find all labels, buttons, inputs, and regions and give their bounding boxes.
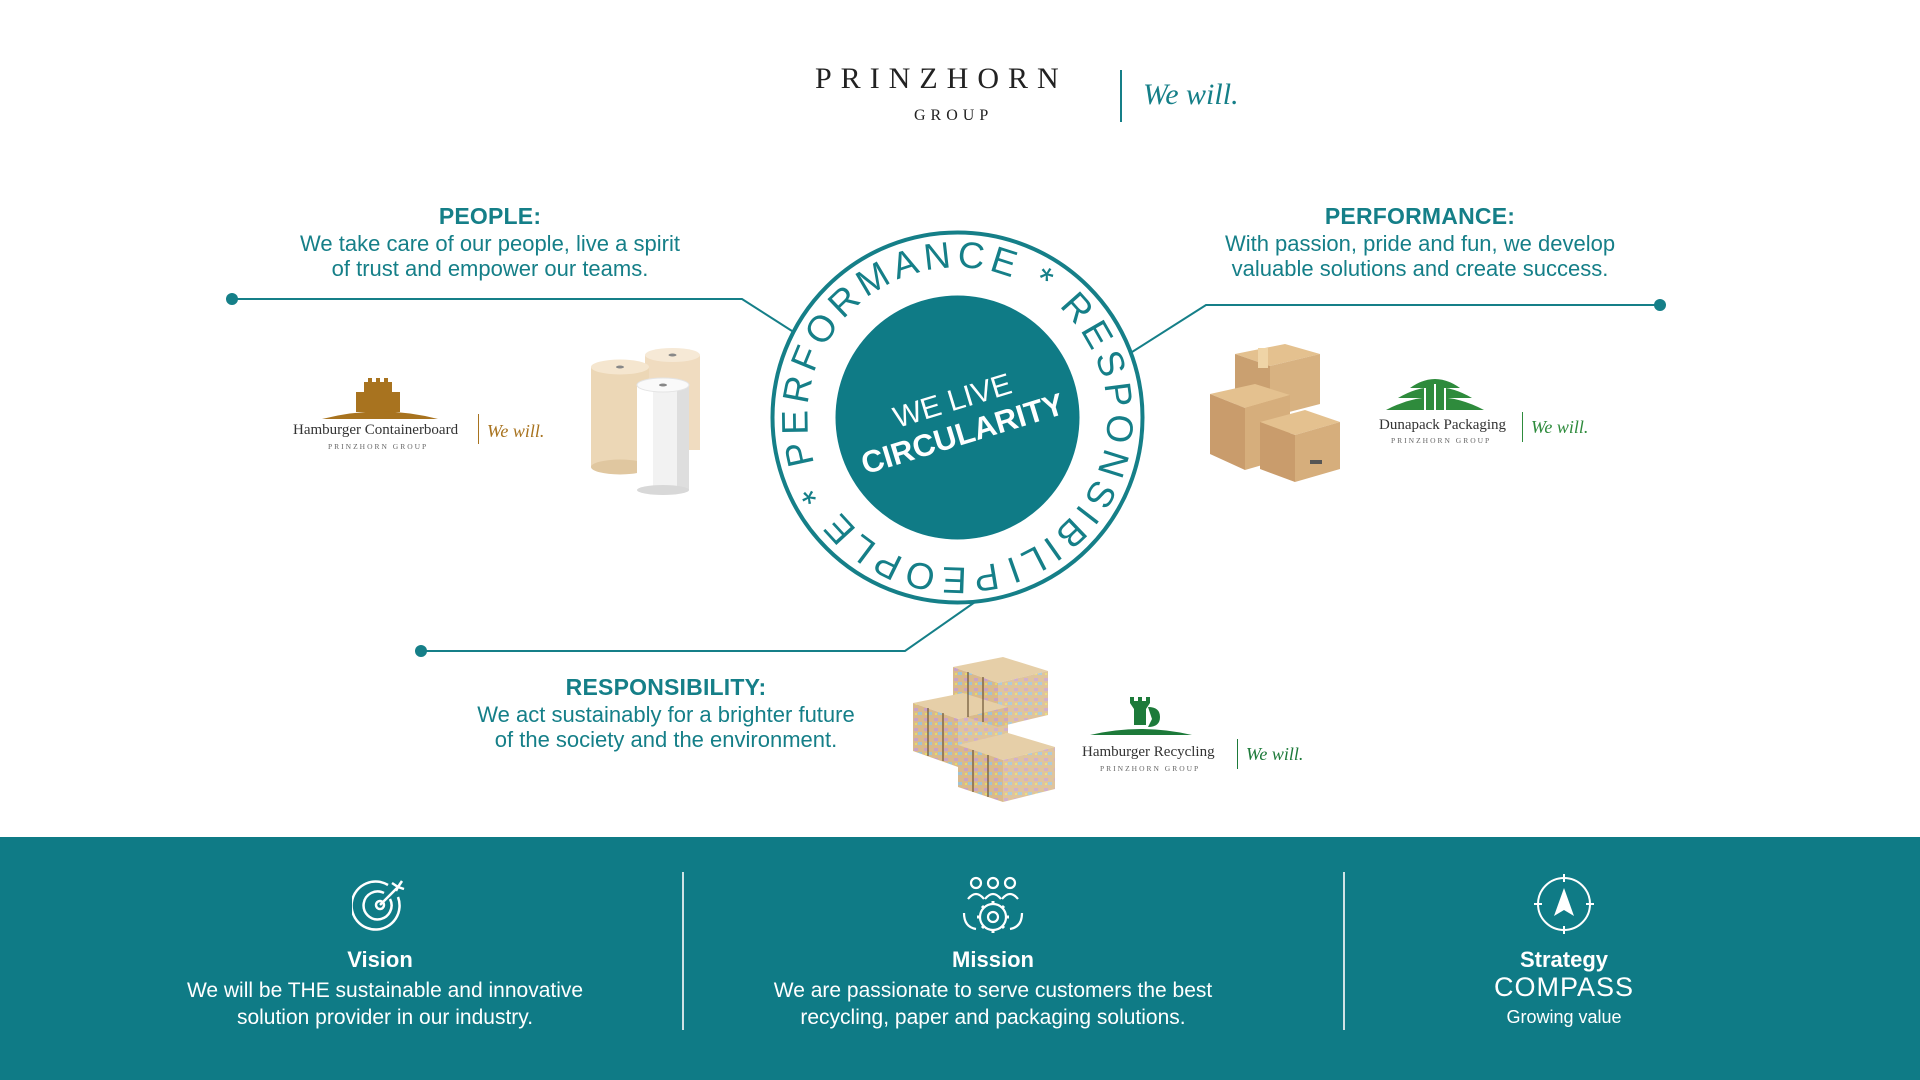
dunapack-logo: Dunapack Packaging PRINZHORN GROUP We wi… bbox=[1375, 370, 1615, 450]
vision-line2: solution provider in our industry. bbox=[236, 1006, 534, 1029]
mission-title: Mission bbox=[952, 947, 1034, 972]
people-line2: of trust and empower our teams. bbox=[331, 256, 649, 281]
vision-title: Vision bbox=[347, 947, 413, 972]
dunapack-group: PRINZHORN GROUP bbox=[1391, 436, 1492, 445]
circularity-emblem: PEOPLE * PERFORMANCE * RESPONSIBILITY * … bbox=[770, 230, 1145, 605]
performance-title: PERFORMANCE: bbox=[1324, 203, 1516, 229]
recycling-group: PRINZHORN GROUP bbox=[1100, 764, 1201, 773]
strategy-sub: Growing value bbox=[1506, 1007, 1622, 1027]
paper-rolls-image bbox=[591, 348, 700, 495]
dunapack-divider bbox=[1522, 412, 1523, 442]
containerboard-logo: Hamburger Containerboard PRINZHORN GROUP… bbox=[290, 372, 560, 452]
brand-group: GROUP bbox=[914, 107, 994, 124]
recycling-castle-icon bbox=[1090, 697, 1192, 735]
strategy-compass: COMPASS bbox=[1493, 972, 1635, 1002]
responsibility-title: RESPONSIBILITY: bbox=[565, 674, 767, 700]
responsibility-line2: of the society and the environment. bbox=[494, 727, 838, 752]
connector-lines bbox=[226, 293, 1666, 657]
responsibility-connector bbox=[421, 601, 976, 652]
dunapack-name: Dunapack Packaging bbox=[1379, 417, 1507, 433]
vision-line1: We will be THE sustainable and innovativ… bbox=[186, 979, 584, 1002]
containerboard-name: Hamburger Containerboard bbox=[293, 422, 459, 438]
castle-icon bbox=[322, 378, 438, 419]
mission-line1: We are passionate to serve customers the… bbox=[773, 979, 1213, 1002]
header-tagline: We will. bbox=[1143, 78, 1239, 111]
performance-connector bbox=[1131, 304, 1660, 353]
target-icon bbox=[352, 880, 405, 931]
recycled-bales-image bbox=[913, 657, 1055, 802]
footer-divider-2 bbox=[1343, 872, 1345, 1030]
containerboard-group: PRINZHORN GROUP bbox=[328, 442, 429, 451]
compass-icon bbox=[1534, 874, 1594, 934]
mission-line2: recycling, paper and packaging solutions… bbox=[800, 1006, 1186, 1029]
team-gear-icon bbox=[962, 876, 1024, 933]
brand-name: PRINZHORN bbox=[815, 62, 1068, 95]
strategy-title: Strategy bbox=[1519, 947, 1609, 972]
recycling-divider bbox=[1237, 739, 1238, 769]
people-line1: We take care of our people, live a spiri… bbox=[300, 231, 680, 256]
people-connector bbox=[232, 298, 793, 332]
recycling-name: Hamburger Recycling bbox=[1082, 744, 1215, 760]
recycling-logo: Hamburger Recycling PRINZHORN GROUP We w… bbox=[1080, 697, 1340, 777]
header-divider bbox=[1120, 70, 1122, 122]
recycling-tagline: We will. bbox=[1246, 744, 1304, 764]
performance-line2: valuable solutions and create success. bbox=[1231, 256, 1609, 281]
performance-line1: With passion, pride and fun, we develop bbox=[1224, 231, 1616, 256]
containerboard-divider bbox=[478, 414, 479, 444]
responsibility-dot bbox=[415, 645, 427, 657]
dunapack-tagline: We will. bbox=[1531, 417, 1589, 437]
responsibility-line1: We act sustainably for a brighter future bbox=[477, 702, 855, 727]
performance-dot bbox=[1654, 299, 1666, 311]
people-title: PEOPLE: bbox=[438, 203, 542, 229]
containerboard-tagline: We will. bbox=[487, 421, 545, 441]
footer-divider-1 bbox=[682, 872, 684, 1030]
footer-band: Vision We will be THE sustainable and in… bbox=[0, 837, 1920, 1080]
tree-icon bbox=[1386, 379, 1484, 410]
people-dot bbox=[226, 293, 238, 305]
cardboard-boxes-image bbox=[1210, 344, 1340, 482]
